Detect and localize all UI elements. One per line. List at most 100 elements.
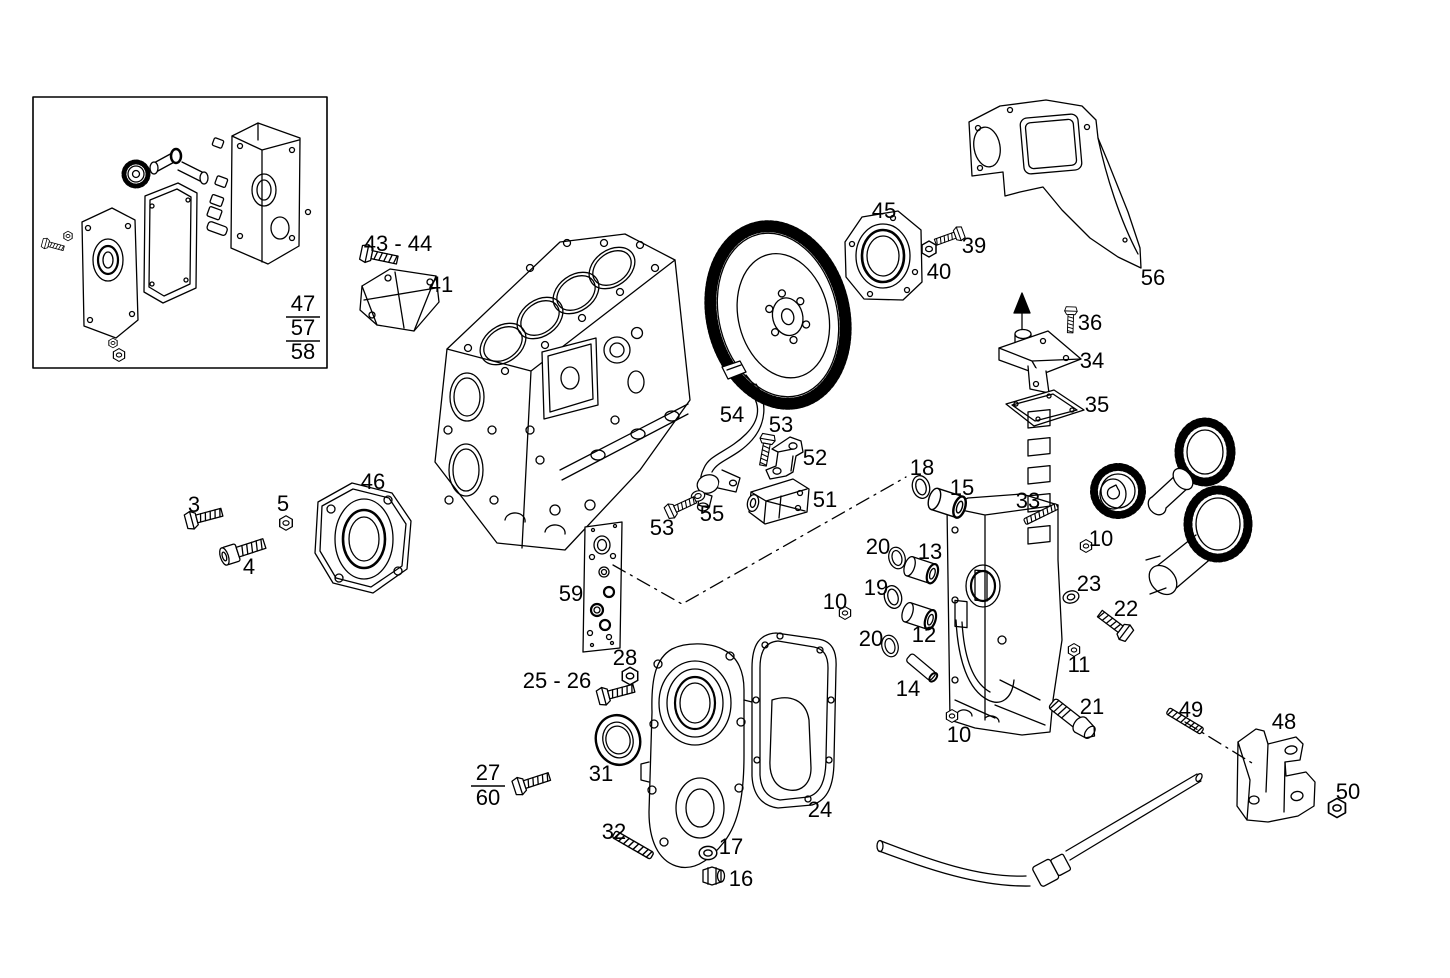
hollow-shaft-gear <box>1145 485 1253 596</box>
callout-60-47: 60 <box>476 785 500 810</box>
callout-18-15: 18 <box>910 455 934 480</box>
callout-10-33: 10 <box>947 722 971 747</box>
callout-45-2: 45 <box>872 198 896 223</box>
callout-25-26-40: 25 - 26 <box>523 668 592 693</box>
deck-bolt-holes <box>463 238 660 376</box>
cover-gasket-24 <box>751 632 837 809</box>
callout-35-8: 35 <box>1085 392 1109 417</box>
callout-50-25: 50 <box>1336 779 1360 804</box>
callout-4-35: 4 <box>243 554 255 579</box>
inset-plug <box>112 348 126 362</box>
callout-39-3: 39 <box>962 233 986 258</box>
inset-small-parts <box>206 137 312 236</box>
callout-46-37: 46 <box>361 469 385 494</box>
callout-51-12: 51 <box>813 487 837 512</box>
inset-nut-2 <box>63 230 73 242</box>
callout-49-23: 49 <box>1179 697 1203 722</box>
idler-gear <box>1090 463 1146 519</box>
callout-24-45: 24 <box>808 797 832 822</box>
inset-gear-shaft <box>149 147 209 185</box>
drive-gear-shaft <box>1147 417 1236 516</box>
engine-mount-bracket-41 <box>359 268 440 332</box>
support-plate-34 <box>998 328 1082 394</box>
callout-16-44: 16 <box>729 866 753 891</box>
bracket-51 <box>746 478 810 525</box>
oil-seal-31 <box>594 713 642 767</box>
callout-20-26: 20 <box>866 534 890 559</box>
callout-11-21: 11 <box>1068 652 1091 677</box>
callout-57-46: 57 <box>291 315 315 340</box>
callout-43-44-0: 43 - 44 <box>364 231 433 256</box>
stud-plate-59 <box>582 521 623 653</box>
inset-nut <box>108 337 118 349</box>
callout-23-19: 23 <box>1077 571 1101 596</box>
nut-10-bottom <box>945 709 959 723</box>
callout-40-4: 40 <box>927 259 951 284</box>
callout-19-28: 19 <box>864 575 888 600</box>
callout-27-47: 27 <box>476 760 500 785</box>
callout-41-1: 41 <box>429 272 453 297</box>
flywheel <box>704 220 852 410</box>
callout-34-7: 34 <box>1080 348 1104 373</box>
nut-5 <box>279 515 293 531</box>
dowel-pin-14 <box>906 653 939 683</box>
callout-52-11: 52 <box>803 445 827 470</box>
engine-block <box>434 233 691 551</box>
callout-15-16: 15 <box>950 475 974 500</box>
callout-54-9: 54 <box>720 402 744 427</box>
callout-55-13: 55 <box>700 501 724 526</box>
bolt-4 <box>219 538 267 566</box>
callout-59-38: 59 <box>559 581 583 606</box>
inset-idler-gear <box>121 159 151 189</box>
rear-seal-carrier <box>844 210 923 301</box>
callout-10-18: 10 <box>1089 526 1113 551</box>
callout-17-43: 17 <box>719 834 743 859</box>
callout-3-34: 3 <box>188 492 200 517</box>
inset-cover <box>81 207 139 362</box>
bolt-27-60 <box>510 767 553 798</box>
callout-14-31: 14 <box>896 676 920 701</box>
flange-cover-46 <box>314 482 412 594</box>
stud-21 <box>1048 698 1096 740</box>
plug-16 <box>702 866 726 886</box>
bolt-36 <box>1063 306 1078 334</box>
block-right-face <box>504 326 689 535</box>
callout-53-14: 53 <box>650 515 674 540</box>
callout-47-46: 47 <box>291 291 315 316</box>
callout-48-24: 48 <box>1272 709 1296 734</box>
block-left-face <box>443 372 499 505</box>
speed-sensor <box>696 360 765 512</box>
protection-plate-56 <box>968 99 1142 269</box>
inset-assembly-box <box>32 96 328 369</box>
cylinder-bores <box>479 246 636 366</box>
callout-22-20: 22 <box>1114 596 1138 621</box>
dipstick-tube <box>876 772 1203 887</box>
callout-56-5: 56 <box>1141 265 1165 290</box>
leader-line-bracket <box>1184 721 1253 764</box>
callout-36-6: 36 <box>1078 310 1102 335</box>
callout-58-46: 58 <box>291 339 315 364</box>
callout-31-41: 31 <box>589 761 613 786</box>
callout-12-30: 12 <box>912 622 936 647</box>
callout-33-17: 33 <box>1016 488 1040 513</box>
callout-32-42: 32 <box>602 819 626 844</box>
mounting-arrow <box>1013 292 1031 335</box>
shim-plate-35 <box>1005 389 1085 427</box>
callout-20-29: 20 <box>859 626 883 651</box>
inset-gear-housing <box>230 122 301 265</box>
bracket-48 <box>1236 728 1316 823</box>
callout-28-39: 28 <box>613 645 637 670</box>
front-cover <box>640 643 753 869</box>
callout-53-10: 53 <box>769 412 793 437</box>
callout-5-36: 5 <box>277 491 289 516</box>
callout-21-22: 21 <box>1080 694 1104 719</box>
callout-10-32: 10 <box>823 589 847 614</box>
callout-13-27: 13 <box>918 539 942 564</box>
washer-17 <box>698 845 718 861</box>
inset-gasket <box>143 182 198 304</box>
nut-40 <box>921 240 937 258</box>
bracket-52 <box>765 436 804 480</box>
